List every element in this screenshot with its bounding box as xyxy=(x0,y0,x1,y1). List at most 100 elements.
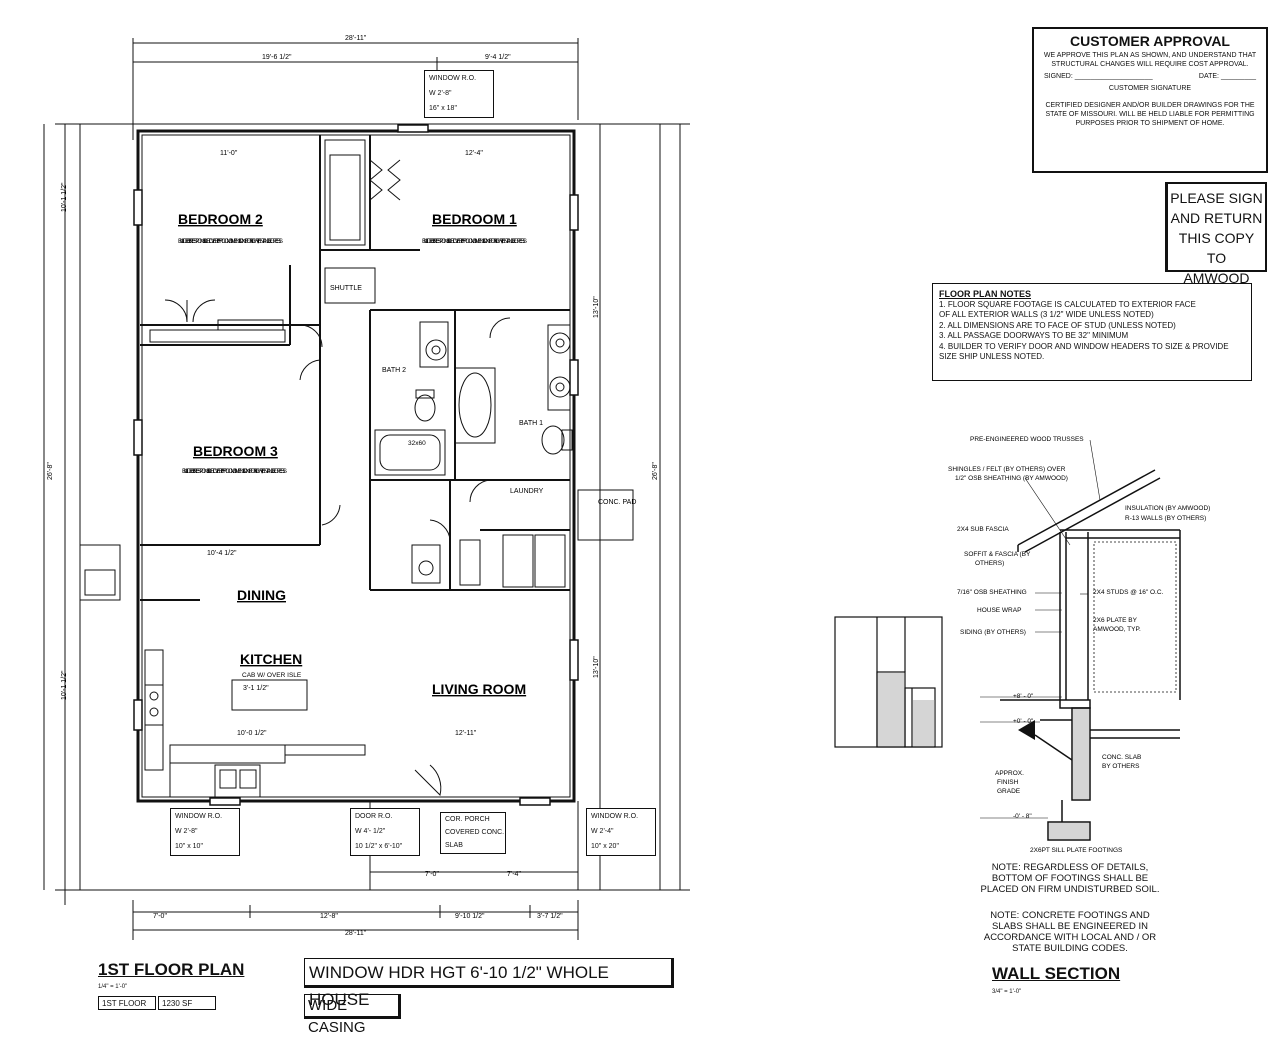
date-label: DATE: xyxy=(1198,73,1220,80)
note1-line: BOTTOM OF FOOTINGS SHALL BE xyxy=(991,873,1149,884)
ws-grade: APPROX. xyxy=(995,770,1024,777)
room-note-bed1: BUILDER IS RESPONSIBLE TO VERIFY ROOM DI… xyxy=(422,238,528,245)
ws-soffit2: OTHERS) xyxy=(975,560,1004,567)
bath-tub-label: 32x60 xyxy=(408,440,426,447)
wall-section-note2: NOTE: CONCRETE FOOTINGS AND SLABS SHALL … xyxy=(972,910,1168,954)
note2-line: STATE BUILDING CODES. xyxy=(1012,943,1128,954)
window-ro-br-dims: 10" x 20" xyxy=(591,843,619,850)
ws-grade3: GRADE xyxy=(997,788,1021,795)
room-note-bed3: BUILDER IS RESPONSIBLE TO VERIFY ROOM DI… xyxy=(182,468,288,475)
door-ro-dims: 10 1/2" x 6'-10" xyxy=(355,843,403,850)
note-item: 4. BUILDER TO VERIFY DOOR AND WINDOW HEA… xyxy=(939,341,1229,351)
ws-elev1: +8' - 0" xyxy=(1013,693,1034,700)
note1-line: NOTE: REGARDLESS OF DETAILS, xyxy=(991,862,1149,873)
window-ro-top-title: WINDOW R.O. xyxy=(429,75,477,82)
customer-approval-title: CUSTOMER APPROVAL xyxy=(1070,33,1230,49)
note-item: 1. FLOOR SQUARE FOOTAGE IS CALCULATED TO… xyxy=(939,299,1196,309)
window-ro-bl-size: W 2'-8" xyxy=(175,828,198,835)
dim-bed1-w: 12'-4" xyxy=(465,150,483,157)
ws-trusses: PRE-ENGINEERED WOOD TRUSSES xyxy=(970,436,1084,443)
dim-porch2: 7'-4" xyxy=(507,871,521,878)
floor-plan-notes-title: FLOOR PLAN NOTES xyxy=(939,289,1031,299)
ws-shingles: SHINGLES / FELT (BY OTHERS) OVER xyxy=(948,466,1066,473)
wall-section-scale: 3/4" = 1'-0" xyxy=(992,989,1022,995)
bedroom3-label: BEDROOM 3 xyxy=(193,443,278,459)
window-ro-bl-title: WINDOW R.O. xyxy=(175,813,223,820)
note1-line: PLACED ON FIRM UNDISTURBED SOIL. xyxy=(980,884,1160,895)
floor-plan-title: 1ST FLOOR PLAN xyxy=(98,960,245,979)
shuttle-label: SHUTTLE xyxy=(330,285,362,292)
porch-title: COR. PORCH xyxy=(445,816,490,823)
laundry-label: LAUNDRY xyxy=(510,488,544,495)
dim-kitchen-island: 3'-1 1/2" xyxy=(243,685,269,692)
window-ro-br-title: WINDOW R.O. xyxy=(591,813,639,820)
floor-plan-notes: FLOOR PLAN NOTES 1. FLOOR SQUARE FOOTAGE… xyxy=(932,283,1252,381)
porch-sub: COVERED CONC. xyxy=(445,829,505,836)
note-item: 3. ALL PASSAGE DOORWAYS TO BE 32" MINIMU… xyxy=(939,331,1129,340)
customer-approval-box: CUSTOMER APPROVAL WE APPROVE THIS PLAN A… xyxy=(1032,27,1268,173)
customer-signature-label: CUSTOMER SIGNATURE xyxy=(1108,85,1192,92)
please-sign-line3: THIS COPY TO xyxy=(1178,230,1255,266)
dim-dining-w: 10'-4 1/2" xyxy=(207,550,237,557)
dim-right-b: 13'-10" xyxy=(593,656,600,678)
wall-section-title: WALL SECTION xyxy=(992,964,1121,983)
living-room-label: LIVING ROOM xyxy=(432,681,526,697)
ws-shingles2: 1/2" OSB SHEATHING (BY AMWOOD) xyxy=(955,475,1068,482)
dim-bottom-2: 12'-8" xyxy=(320,913,338,920)
dim-left-overall: 26'-8" xyxy=(47,462,54,480)
window-ro-top: WINDOW R.O. W 2'-8" 16" x 18" xyxy=(424,70,494,118)
note-item: 2. ALL DIMENSIONS ARE TO FACE OF STUD (U… xyxy=(939,320,1176,330)
window-ro-top-size: W 2'-8" xyxy=(429,90,452,97)
dim-top-right: 9'-4 1/2" xyxy=(485,54,511,61)
dim-overall-bottom: 28'-11" xyxy=(345,930,367,937)
room-note-bed2: BUILDER IS RESPONSIBLE TO VERIFY ROOM DI… xyxy=(178,238,284,245)
signature-row: SIGNED: ____________________ DATE: _____… xyxy=(1044,73,1256,80)
ws-fascia: 2X4 SUB FASCIA xyxy=(957,526,1009,533)
dim-left-a: 10'-1 1/2" xyxy=(61,182,68,212)
ws-osb: 7/16" OSB SHEATHING xyxy=(957,589,1027,596)
note-item: SIZE SHIP UNLESS NOTED. xyxy=(939,352,1045,361)
please-sign-box: PLEASE SIGN AND RETURN THIS COPY TO AMWO… xyxy=(1165,182,1267,286)
door-ro-size: W 4'- 1/2" xyxy=(355,828,386,835)
please-sign-line2: AND RETURN xyxy=(1170,210,1263,226)
dim-bottom-1: 7'-0" xyxy=(153,913,167,920)
ws-elev3: -0' - 8" xyxy=(1013,813,1032,820)
note2-line: SLABS SHALL BE ENGINEERED IN xyxy=(992,921,1148,932)
note2-line: ACCORDANCE WITH LOCAL AND / OR xyxy=(983,932,1157,943)
ws-siding: SIDING (BY OTHERS) xyxy=(960,629,1026,636)
ws-elev2: +0' - 0" xyxy=(1013,718,1034,725)
ws-plate2: AMWOOD, TYP. xyxy=(1093,626,1141,633)
ws-soffit: SOFFIT & FASCIA (BY xyxy=(964,551,1031,558)
ws-slab: CONC. SLAB xyxy=(1102,754,1141,761)
window-ro-bottom-left: WINDOW R.O. W 2'-8" 10" x 10" xyxy=(170,808,240,856)
kitchen-note: CAB W/ OVER ISLE xyxy=(242,672,302,679)
window-ro-br-size: W 2'-4" xyxy=(591,828,614,835)
ws-footing: 2X6PT SILL PLATE FOOTINGS xyxy=(1030,847,1123,854)
ws-insulation2: R-13 WALLS (BY OTHERS) xyxy=(1125,515,1206,522)
please-sign-line1: PLEASE SIGN xyxy=(1170,190,1263,206)
signed-label: SIGNED: xyxy=(1044,73,1073,80)
cor-porch-box: COR. PORCH COVERED CONC. SLAB xyxy=(440,812,506,854)
bedroom1-label: BEDROOM 1 xyxy=(432,211,517,227)
ws-slab2: BY OTHERS xyxy=(1102,763,1140,770)
window-ro-bottom-right: WINDOW R.O. W 2'-4" 10" x 20" xyxy=(586,808,656,856)
customer-approval-fine: CERTIFIED DESIGNER AND/OR BUILDER DRAWIN… xyxy=(1045,102,1255,127)
porch-slab: SLAB xyxy=(445,842,463,849)
dim-porch: 7'-0" xyxy=(425,871,439,878)
dim-right-overall: 26'-8" xyxy=(652,462,659,480)
ws-plate: 2X6 PLATE BY xyxy=(1093,617,1138,624)
wide-casing: WIDE CASING xyxy=(304,994,401,1036)
please-sign-line4: AMWOOD xyxy=(1183,270,1250,286)
dim-bed2-w: 11'-0" xyxy=(220,150,238,157)
ws-insulation: INSULATION (BY AMWOOD) xyxy=(1125,505,1210,512)
window-ro-top-dims: 16" x 18" xyxy=(429,105,457,112)
dim-bottom-4: 3'-7 1/2" xyxy=(537,913,563,920)
kitchen-label: KITCHEN xyxy=(240,651,302,667)
dim-top-left: 19'-6 1/2" xyxy=(262,54,292,61)
dim-right-a: 13'-10" xyxy=(593,296,600,318)
door-ro-title: DOOR R.O. xyxy=(355,813,393,820)
floor-plan-scale: 1/4" = 1'-0" xyxy=(98,984,128,990)
floor-sf: 1230 SF xyxy=(158,996,216,1010)
dining-label: DINING xyxy=(237,587,286,603)
